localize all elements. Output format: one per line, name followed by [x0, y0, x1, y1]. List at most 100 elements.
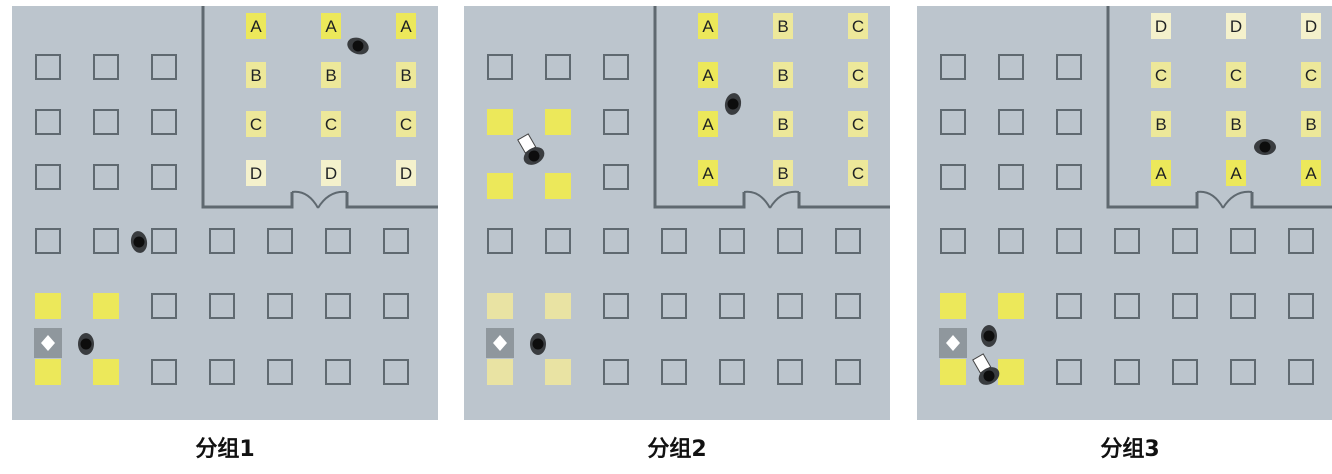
desk	[1172, 293, 1198, 319]
room-label: A	[702, 164, 714, 183]
yellow-desk	[998, 359, 1024, 385]
room-label: B	[1230, 115, 1241, 134]
room-label: A	[1305, 164, 1317, 183]
desk	[1230, 359, 1256, 385]
desk	[151, 293, 177, 319]
room-label-tile	[1301, 13, 1321, 39]
desk	[1114, 359, 1140, 385]
yellow-desk	[940, 359, 966, 385]
yellow-desk	[545, 109, 571, 135]
room-label-tile	[321, 13, 341, 39]
desk	[93, 228, 119, 254]
desk	[209, 293, 235, 319]
desk	[661, 359, 687, 385]
room-label: A	[1155, 164, 1167, 183]
room-label-tile	[1226, 160, 1246, 186]
room-label-tile	[1151, 13, 1171, 39]
room-label: A	[702, 17, 714, 36]
desk	[940, 54, 966, 80]
room-label: B	[1155, 115, 1166, 134]
desk	[93, 54, 119, 80]
desk	[35, 228, 61, 254]
desk	[1172, 228, 1198, 254]
yellow-desk	[545, 293, 571, 319]
room-label-tile	[321, 111, 341, 137]
yellow-desk	[545, 173, 571, 199]
room-label: A	[250, 17, 262, 36]
room-label: B	[777, 115, 788, 134]
room-label-tile	[773, 160, 793, 186]
room-label-tile	[698, 62, 718, 88]
desk	[267, 293, 293, 319]
door-swing-left	[291, 190, 319, 209]
door-swing-left	[743, 190, 771, 209]
room-label: C	[1155, 66, 1167, 85]
desk	[325, 359, 351, 385]
person-head-icon	[80, 338, 92, 350]
person-icon	[78, 333, 94, 355]
room-label: B	[777, 66, 788, 85]
room-label: B	[325, 66, 336, 85]
yellow-desk	[93, 359, 119, 385]
room-label-tile	[396, 160, 416, 186]
yellow-desk	[487, 359, 513, 385]
desk	[209, 359, 235, 385]
person-icon	[530, 333, 546, 355]
door-swing-left	[1196, 190, 1224, 209]
room-label: B	[1305, 115, 1316, 134]
desk	[603, 359, 629, 385]
desk	[835, 359, 861, 385]
desk	[719, 359, 745, 385]
room-wall	[653, 6, 890, 209]
desk	[209, 228, 235, 254]
person-head-icon	[528, 150, 540, 162]
desk	[1114, 293, 1140, 319]
door-swing-right	[317, 190, 348, 209]
desk	[998, 54, 1024, 80]
room-label: C	[400, 115, 412, 134]
desk	[151, 359, 177, 385]
desk	[1172, 359, 1198, 385]
desk	[661, 228, 687, 254]
desk	[835, 293, 861, 319]
room-label-tile	[773, 111, 793, 137]
desk	[93, 164, 119, 190]
room-label-tile	[396, 13, 416, 39]
room-label: C	[852, 164, 864, 183]
room-label-tile	[698, 13, 718, 39]
room-label: D	[325, 164, 337, 183]
person-head-icon	[532, 338, 544, 350]
person-head-icon	[727, 98, 739, 110]
desk	[1056, 54, 1082, 80]
desk	[998, 109, 1024, 135]
room-label-tile	[1151, 62, 1171, 88]
room-label: C	[852, 115, 864, 134]
desk	[719, 293, 745, 319]
room-label-tile	[1151, 111, 1171, 137]
caption-group-1: 分组1	[195, 437, 255, 462]
desk	[1056, 228, 1082, 254]
room-label: A	[325, 17, 337, 36]
room-label: A	[702, 66, 714, 85]
person-icon	[1254, 139, 1276, 155]
desk	[93, 109, 119, 135]
room-label-tile	[246, 62, 266, 88]
desk	[35, 109, 61, 135]
desk	[151, 164, 177, 190]
desk	[1056, 164, 1082, 190]
room-label-tile	[1301, 62, 1321, 88]
desk	[1056, 109, 1082, 135]
yellow-desk	[940, 293, 966, 319]
desk	[603, 54, 629, 80]
person-head-icon	[352, 40, 364, 52]
desk	[267, 359, 293, 385]
desk	[487, 54, 513, 80]
room-label-tile	[1301, 160, 1321, 186]
room-label: C	[1230, 66, 1242, 85]
desk	[603, 293, 629, 319]
desk	[151, 54, 177, 80]
